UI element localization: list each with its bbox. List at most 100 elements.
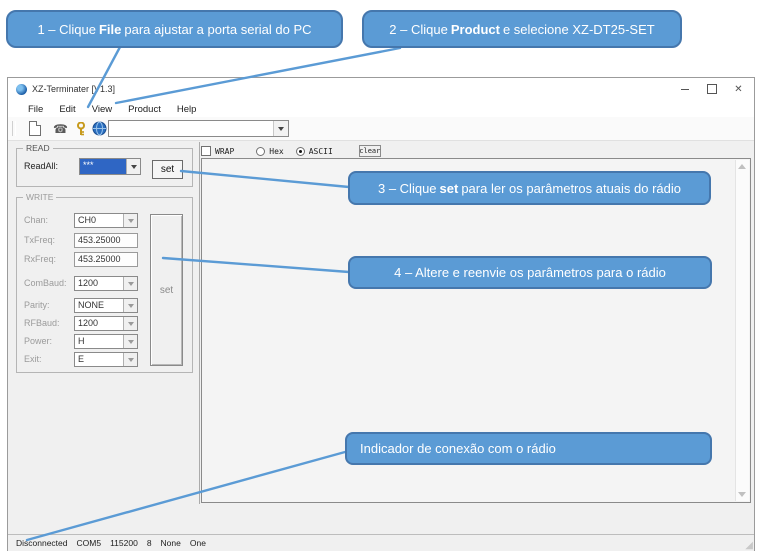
chevron-down-icon [127,321,134,326]
toolbar-gripper [12,121,16,136]
scroll-down-button[interactable] [736,488,748,501]
chan-value: CH0 [78,215,97,225]
help-key-button[interactable] [72,120,89,137]
write-set-button[interactable]: set [150,214,183,366]
vertical-scrollbar[interactable] [735,160,749,501]
status-parity: None [160,538,181,548]
txfreq-field[interactable]: 453.25000 [74,233,138,248]
terminal-options-row: WRAP Hex ASCII clear [201,144,381,158]
chan-label: Chan: [24,215,49,225]
wrap-checkbox[interactable] [201,146,211,156]
chan-dropdown[interactable] [123,214,137,227]
callout-bold: File [98,21,122,37]
panel-divider [199,142,200,504]
ascii-radio[interactable] [295,146,305,156]
rfbaud-dropdown[interactable] [123,317,137,330]
resize-grip-icon[interactable]: ◢ [745,540,753,551]
txfreq-label: TxFreq: [24,235,56,245]
combaud-label: ComBaud: [24,278,67,288]
menu-edit[interactable]: Edit [59,103,76,115]
command-combobox-dropdown[interactable] [273,121,288,136]
command-combobox[interactable] [108,120,289,137]
read-group-label: READ [23,143,53,153]
callout-bold: Product [450,21,500,37]
callout-bold: set [439,180,459,196]
callout-text: e selecione XZ-DT25-SET [502,21,655,37]
combaud-dropdown[interactable] [123,277,137,290]
window-title: XZ-Terminater [V1.3] [32,84,116,94]
new-document-icon [28,121,41,136]
power-label: Power: [24,336,53,346]
close-icon: ✕ [734,83,743,95]
callout-connection-indicator: Indicador de conexão com o rádio [345,432,712,465]
parity-combobox[interactable]: NONE [74,298,138,313]
rxfreq-label: RxFreq: [24,254,57,264]
key-icon [76,121,85,135]
clear-button[interactable]: clear [358,145,381,157]
toolbar: ☎ [8,117,754,141]
callout-text: 4 – Altere e reenvie os parâmetros para … [394,265,666,280]
scroll-up-button[interactable] [736,160,748,173]
status-connection: Disconnected [16,538,68,548]
hex-radio[interactable] [256,146,266,156]
readall-label: ReadAll: [24,161,59,171]
chevron-down-icon [738,492,746,497]
menu-help[interactable]: Help [176,103,197,115]
read-set-button[interactable]: set [152,160,183,179]
power-dropdown[interactable] [123,335,137,348]
exit-combobox[interactable]: E [74,352,138,367]
chevron-down-icon [130,164,137,169]
status-databits: 8 [146,538,152,548]
minimize-button[interactable] [671,78,698,100]
status-baudrate: 115200 [110,538,138,548]
serial-connect-button[interactable]: ☎ [52,120,69,137]
chevron-down-icon [127,339,134,344]
browse-button[interactable] [91,120,108,137]
combaud-combobox[interactable]: 1200 [74,276,138,291]
exit-label: Exit: [24,354,42,364]
callout-step-1: 1 – Clique File para ajustar a porta ser… [6,10,343,48]
callout-text: 2 – Clique [389,21,448,37]
serial-port-icon: ☎ [53,121,68,136]
parity-dropdown[interactable] [123,299,137,312]
exit-dropdown[interactable] [123,353,137,366]
status-com-port: COM5 [76,538,102,548]
title-bar[interactable]: XZ-Terminater [V1.3] ✕ [8,78,754,101]
close-button[interactable]: ✕ [725,78,752,100]
power-combobox[interactable]: H [74,334,138,349]
status-stopbits: One [189,538,206,548]
rfbaud-label: RFBaud: [24,318,60,328]
chevron-down-icon [127,218,134,223]
maximize-button[interactable] [698,78,725,100]
hex-label: Hex [269,146,284,156]
callout-text: 3 – Clique [377,180,437,196]
ascii-label: ASCII [308,146,333,156]
parity-label: Parity: [24,300,50,310]
rfbaud-combobox[interactable]: 1200 [74,316,138,331]
callout-step-2: 2 – Clique Product e selecione XZ-DT25-S… [362,10,682,48]
new-document-button[interactable] [26,120,43,137]
menu-file[interactable]: File [28,103,44,115]
read-groupbox: READ ReadAll: *** set [16,143,193,187]
globe-icon [92,121,107,136]
menu-product[interactable]: Product [128,103,161,115]
chevron-down-icon [127,303,134,308]
menu-view[interactable]: View [91,103,113,115]
chan-combobox[interactable]: CH0 [74,213,138,228]
chevron-down-icon [278,126,284,131]
readall-dropdown[interactable] [126,159,140,174]
window-controls: ✕ [671,78,752,100]
wrap-label: WRAP [215,146,235,156]
chevron-down-icon [127,281,134,286]
write-group-label: WRITE [23,192,57,202]
callout-text: para ler os parâmetros atuais do rádio [461,180,682,196]
app-icon [16,84,27,95]
clear-label: clear [359,147,381,155]
rxfreq-field[interactable]: 453.25000 [74,252,138,267]
rfbaud-value: 1200 [78,318,99,328]
readall-combobox[interactable]: *** [79,158,141,175]
power-value: H [78,336,85,346]
status-bar: Disconnected COM5 115200 8 None One ◢ [8,534,754,551]
chevron-down-icon [127,357,134,362]
